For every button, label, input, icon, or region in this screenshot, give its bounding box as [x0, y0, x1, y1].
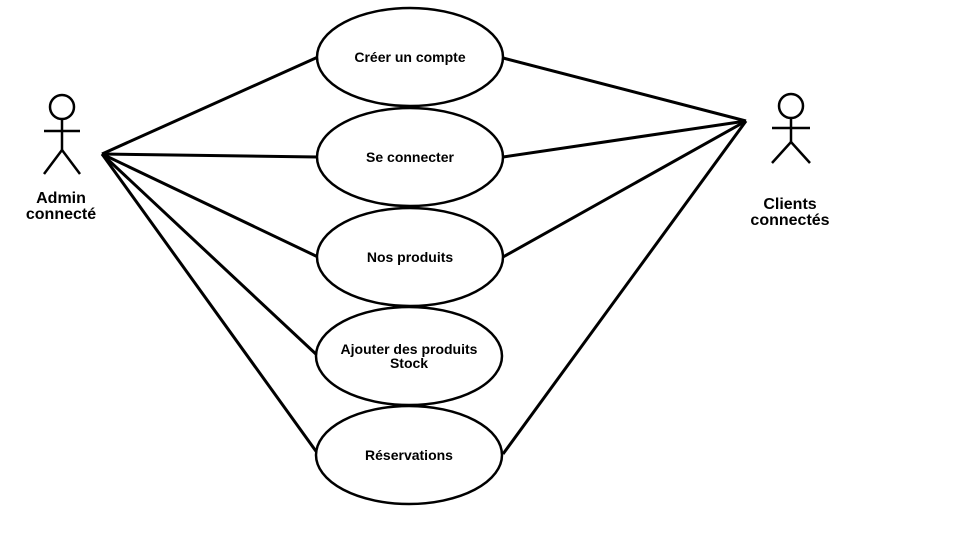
- client-associations: [501, 56, 748, 455]
- association-client-nos-produits: [502, 119, 747, 259]
- use-case-ellipse: [315, 106, 505, 208]
- use-case-se-connecter[interactable]: Se connecter: [315, 106, 505, 208]
- association-admin-nos-produits: [101, 152, 319, 259]
- association-admin-ajouter-produits: [100, 152, 320, 358]
- stick-figure-icon: [43, 93, 81, 175]
- use-case-ellipse: [315, 6, 505, 108]
- actor-label-line1: Clients: [763, 196, 816, 213]
- use-case-label: Créer un compte: [354, 49, 465, 65]
- actor-clients[interactable]: Clients connectés: [750, 92, 830, 229]
- association-admin-reservations: [100, 153, 320, 455]
- use-case-label: Réservations: [365, 447, 453, 463]
- association-admin-creer-compte: [101, 55, 319, 156]
- use-case-label: Se connecter: [366, 149, 454, 165]
- use-case-reservations[interactable]: Réservations: [314, 404, 504, 506]
- use-case-label: Nos produits: [367, 249, 454, 265]
- admin-associations: [100, 55, 320, 455]
- use-case-label-line1: Ajouter des produits: [341, 341, 478, 357]
- association-client-creer-compte: [502, 56, 747, 123]
- association-client-reservations: [501, 120, 748, 455]
- use-case-ajouter-produits-stock[interactable]: Ajouter des produits Stock: [314, 305, 504, 407]
- actor-label-line2: connectés: [750, 212, 829, 229]
- use-case-nos-produits[interactable]: Nos produits: [315, 206, 505, 308]
- use-case-creer-compte[interactable]: Créer un compte: [315, 6, 505, 108]
- actor-admin[interactable]: Admin connecté: [26, 93, 96, 223]
- actor-label-line1: Admin: [36, 190, 86, 207]
- actor-label-line2: connecté: [26, 206, 96, 223]
- association-admin-se-connecter: [101, 152, 319, 159]
- association-client-se-connecter: [502, 119, 747, 159]
- stick-figure-icon: [771, 92, 811, 164]
- use-case-ellipse: [314, 404, 504, 506]
- use-case-label-line2: Stock: [390, 355, 428, 371]
